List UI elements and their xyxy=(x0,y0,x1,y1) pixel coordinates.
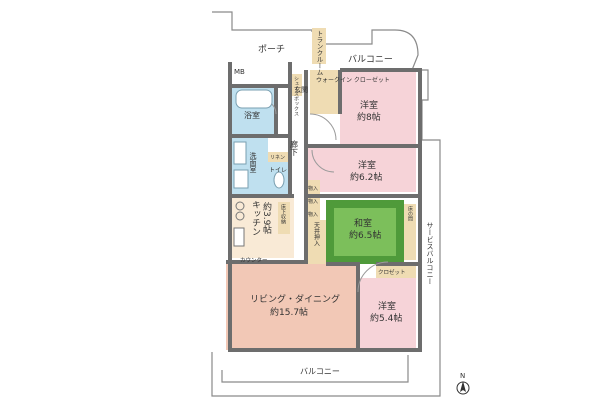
storage-3-label: 物入 xyxy=(308,211,318,218)
washing-machine-icon xyxy=(233,169,249,189)
storage-2-label: 物入 xyxy=(308,198,318,205)
western-room-1-name: 洋室 xyxy=(360,99,378,111)
western-room-3-name: 洋室 xyxy=(378,300,396,312)
toilet-label: トイレ xyxy=(269,167,287,174)
western-room-2-area xyxy=(306,146,416,192)
western-room-2-name: 洋室 xyxy=(358,159,376,171)
walk-in-closet-label: ウォークイン クローゼット xyxy=(316,76,390,84)
balcony-bottom-label: バルコニー xyxy=(300,367,340,376)
stove-burner-icon xyxy=(235,211,245,221)
shoe-box-label: シューズボックス xyxy=(293,76,299,116)
storage-3-area xyxy=(306,208,320,220)
service-balcony-label: サービスバルコニー xyxy=(426,222,434,285)
north-arrow-icon xyxy=(460,381,466,392)
north-label: N xyxy=(460,372,465,380)
counter-label: カウンター xyxy=(240,256,268,264)
trunk-room-area xyxy=(312,28,326,64)
porch-area xyxy=(232,32,312,62)
fixtures xyxy=(233,89,285,247)
linen-area xyxy=(268,152,290,162)
linen-label: リネン xyxy=(270,155,285,161)
western-room-3-size: 約5.4帖 xyxy=(370,312,402,324)
storage-1-label: 物入 xyxy=(308,185,318,192)
north-arrow: N xyxy=(456,372,470,395)
living-dining-area xyxy=(226,264,358,350)
entrance-label: 玄関 xyxy=(294,85,308,94)
western-room-1-area xyxy=(340,70,416,146)
tokonoma-label: 床の間 xyxy=(407,205,413,222)
living-dining-name: リビング・ダイニング xyxy=(250,293,340,305)
bathtub-icon xyxy=(235,89,273,109)
living-dining-size: 約15.7帖 xyxy=(270,306,308,318)
pantry-area xyxy=(278,202,290,234)
storage-1-area xyxy=(306,180,320,194)
kitchen-name: キッチン xyxy=(250,200,261,236)
hallway-label: 廊下 xyxy=(290,139,299,157)
japanese-room-inner xyxy=(334,208,396,256)
ceiling-closet-label: 天井押入 xyxy=(313,222,320,246)
porch-label: ポーチ xyxy=(258,44,285,55)
closet-label: クロゼット xyxy=(378,268,406,276)
kitchen-size: 約3.9帖 xyxy=(261,201,272,235)
toilet-icon xyxy=(273,171,285,189)
pantry-label: 床下収納 xyxy=(280,203,286,225)
mb-label: MB xyxy=(234,68,245,76)
kitchen-sink-icon xyxy=(233,227,245,247)
trunk-room-label: トランクルーム xyxy=(315,30,323,76)
tokonoma-area xyxy=(404,204,416,260)
stove-burner-icon xyxy=(235,201,245,211)
western-room-2-size: 約6.2帖 xyxy=(350,171,382,183)
ceiling-closet-area xyxy=(306,220,326,264)
western-room-1-size: 約8帖 xyxy=(357,111,381,123)
sink-icon xyxy=(233,141,247,165)
balcony-top-label: バルコニー xyxy=(348,54,393,65)
bath-label: 浴室 xyxy=(244,110,260,120)
shoe-box-area xyxy=(290,74,302,96)
walls xyxy=(226,62,422,352)
closet-area xyxy=(376,264,416,278)
japanese-room-size: 約6.5帖 xyxy=(349,229,381,241)
western-room-3-area xyxy=(358,278,416,350)
walk-in-closet-area xyxy=(310,70,340,114)
washroom-label: 洗面室 xyxy=(249,151,257,173)
japanese-room-name: 和室 xyxy=(354,217,372,229)
